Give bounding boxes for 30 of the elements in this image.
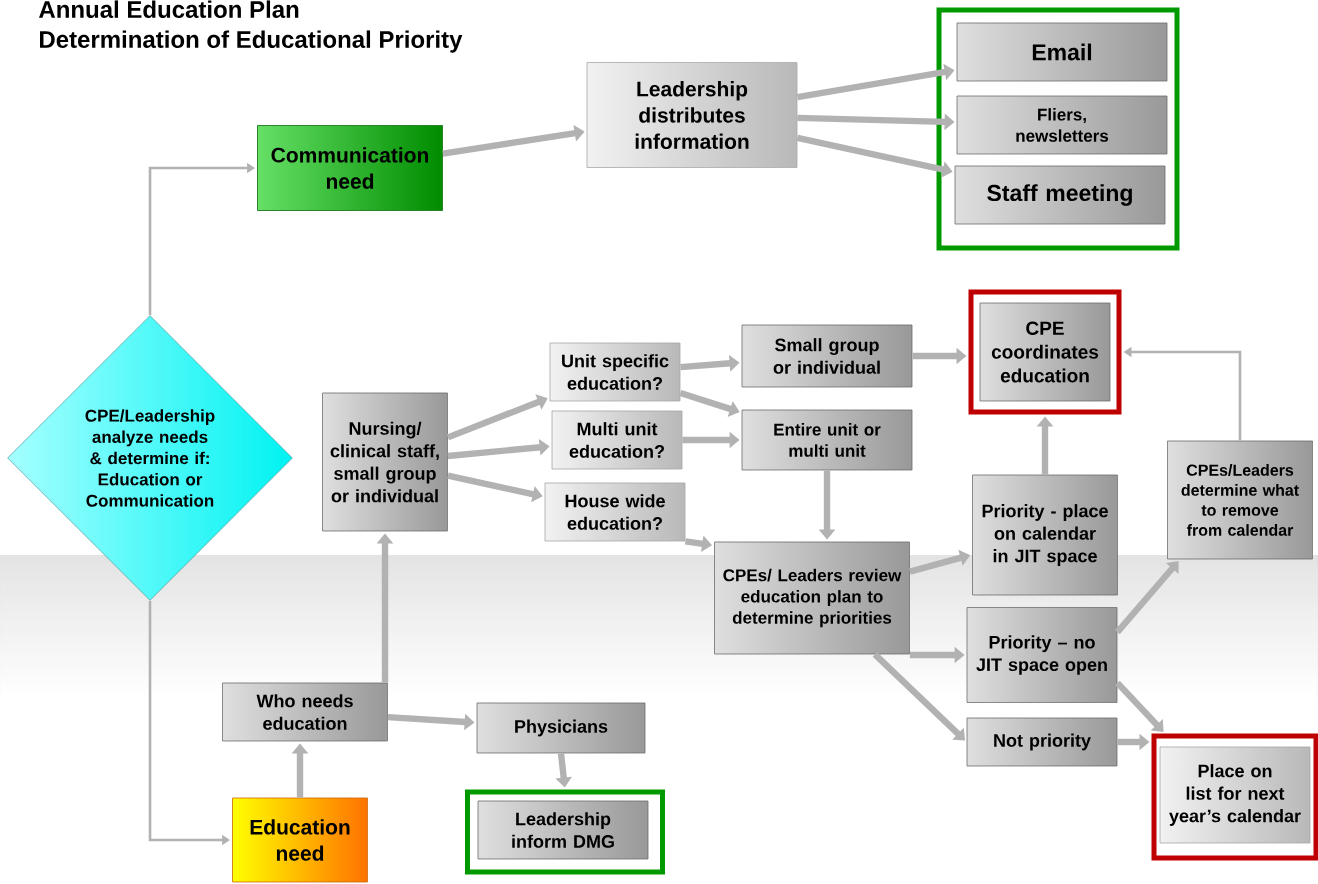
process-box: Fliers, newsletters	[956, 95, 1168, 155]
process-box: Unit specific education?	[549, 342, 681, 402]
process-box: Education need	[232, 797, 368, 883]
process-box: House wide education?	[544, 482, 686, 542]
process-box: CPEs/ Leaders review education plan to determine priorities	[714, 541, 910, 655]
process-box: CPE coordinates education	[979, 302, 1111, 402]
process-box: Place on list for next year’s calendar	[1159, 746, 1311, 844]
process-box: Priority – no JIT space open	[966, 607, 1118, 703]
process-box: Leadership distributes information	[586, 62, 798, 168]
process-box: Staff meeting	[954, 165, 1166, 225]
process-box: Physicians	[476, 702, 646, 754]
process-box: Small group or individual	[741, 324, 913, 388]
subtitle: Determination of Educational Priority	[40, 30, 463, 53]
process-box: Not priority	[966, 717, 1118, 767]
group-frame	[465, 789, 665, 875]
arrow	[1115, 680, 1164, 732]
process-box: Priority - place on calendar in JIT space	[972, 474, 1118, 596]
group-frame	[936, 7, 1180, 251]
process-box: Leadership inform DMG	[477, 800, 649, 860]
process-box: Entire unit or multi unit	[741, 409, 913, 471]
group-frame	[1151, 733, 1318, 861]
process-box: Communication need	[257, 125, 443, 211]
process-box: CPEs/Leaders determine what to remove from calendar	[1167, 440, 1313, 560]
group-frame	[968, 289, 1122, 415]
arrow	[446, 394, 548, 441]
process-box: Who needs education	[222, 682, 388, 742]
title: Annual Education Plan	[39, 0, 299, 18]
process-box: Multi unit education?	[551, 410, 683, 470]
process-box: Email	[956, 22, 1168, 82]
process-box: Nursing/ clinical staff, small group or individual	[322, 392, 448, 532]
